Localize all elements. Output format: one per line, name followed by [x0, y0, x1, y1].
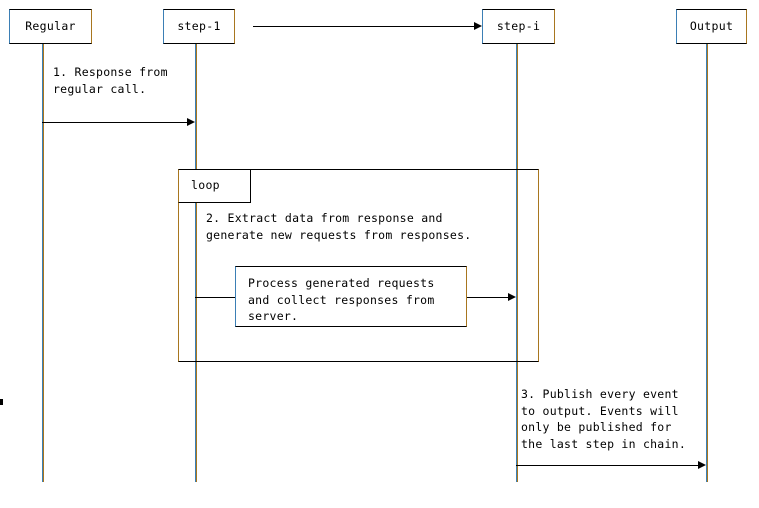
message-1-label: 1. Response from regular call.	[53, 65, 168, 96]
lifeline-step-i	[516, 44, 518, 482]
participant-step-1-label: step-1	[177, 18, 221, 33]
message-chain-link-line	[253, 26, 474, 27]
message-1-line	[42, 122, 187, 123]
lifeline-step-1	[195, 44, 197, 482]
participant-step-i[interactable]: step-i	[482, 9, 555, 44]
loop-fragment-tab: loop	[178, 169, 251, 203]
left-edge-tick	[0, 399, 3, 405]
message-1-arrowhead	[187, 118, 195, 126]
message-loop-inner-arrowhead	[508, 293, 516, 301]
loop-fragment	[178, 169, 539, 362]
message-3-label: 3. Publish every event to output. Events…	[521, 387, 686, 451]
lifeline-output	[706, 44, 708, 482]
process-requests-note: Process generated requests and collect r…	[235, 266, 467, 327]
loop-fragment-operator-label: loop	[191, 178, 220, 193]
loop-fragment-body-text: 2. Extract data from response and genera…	[206, 211, 472, 242]
process-requests-note-text: Process generated requests and collect r…	[248, 276, 435, 323]
participant-regular-label: Regular	[25, 18, 76, 33]
participant-regular[interactable]: Regular	[9, 9, 92, 44]
message-3-line	[516, 465, 698, 466]
participant-step-1[interactable]: step-1	[163, 9, 235, 44]
participant-output-label: Output	[689, 18, 734, 33]
lifeline-regular	[42, 44, 44, 482]
participant-step-i-label: step-i	[496, 18, 541, 33]
message-chain-link-arrowhead	[474, 22, 482, 30]
participant-output[interactable]: Output	[676, 9, 747, 44]
message-3-arrowhead	[698, 461, 706, 469]
